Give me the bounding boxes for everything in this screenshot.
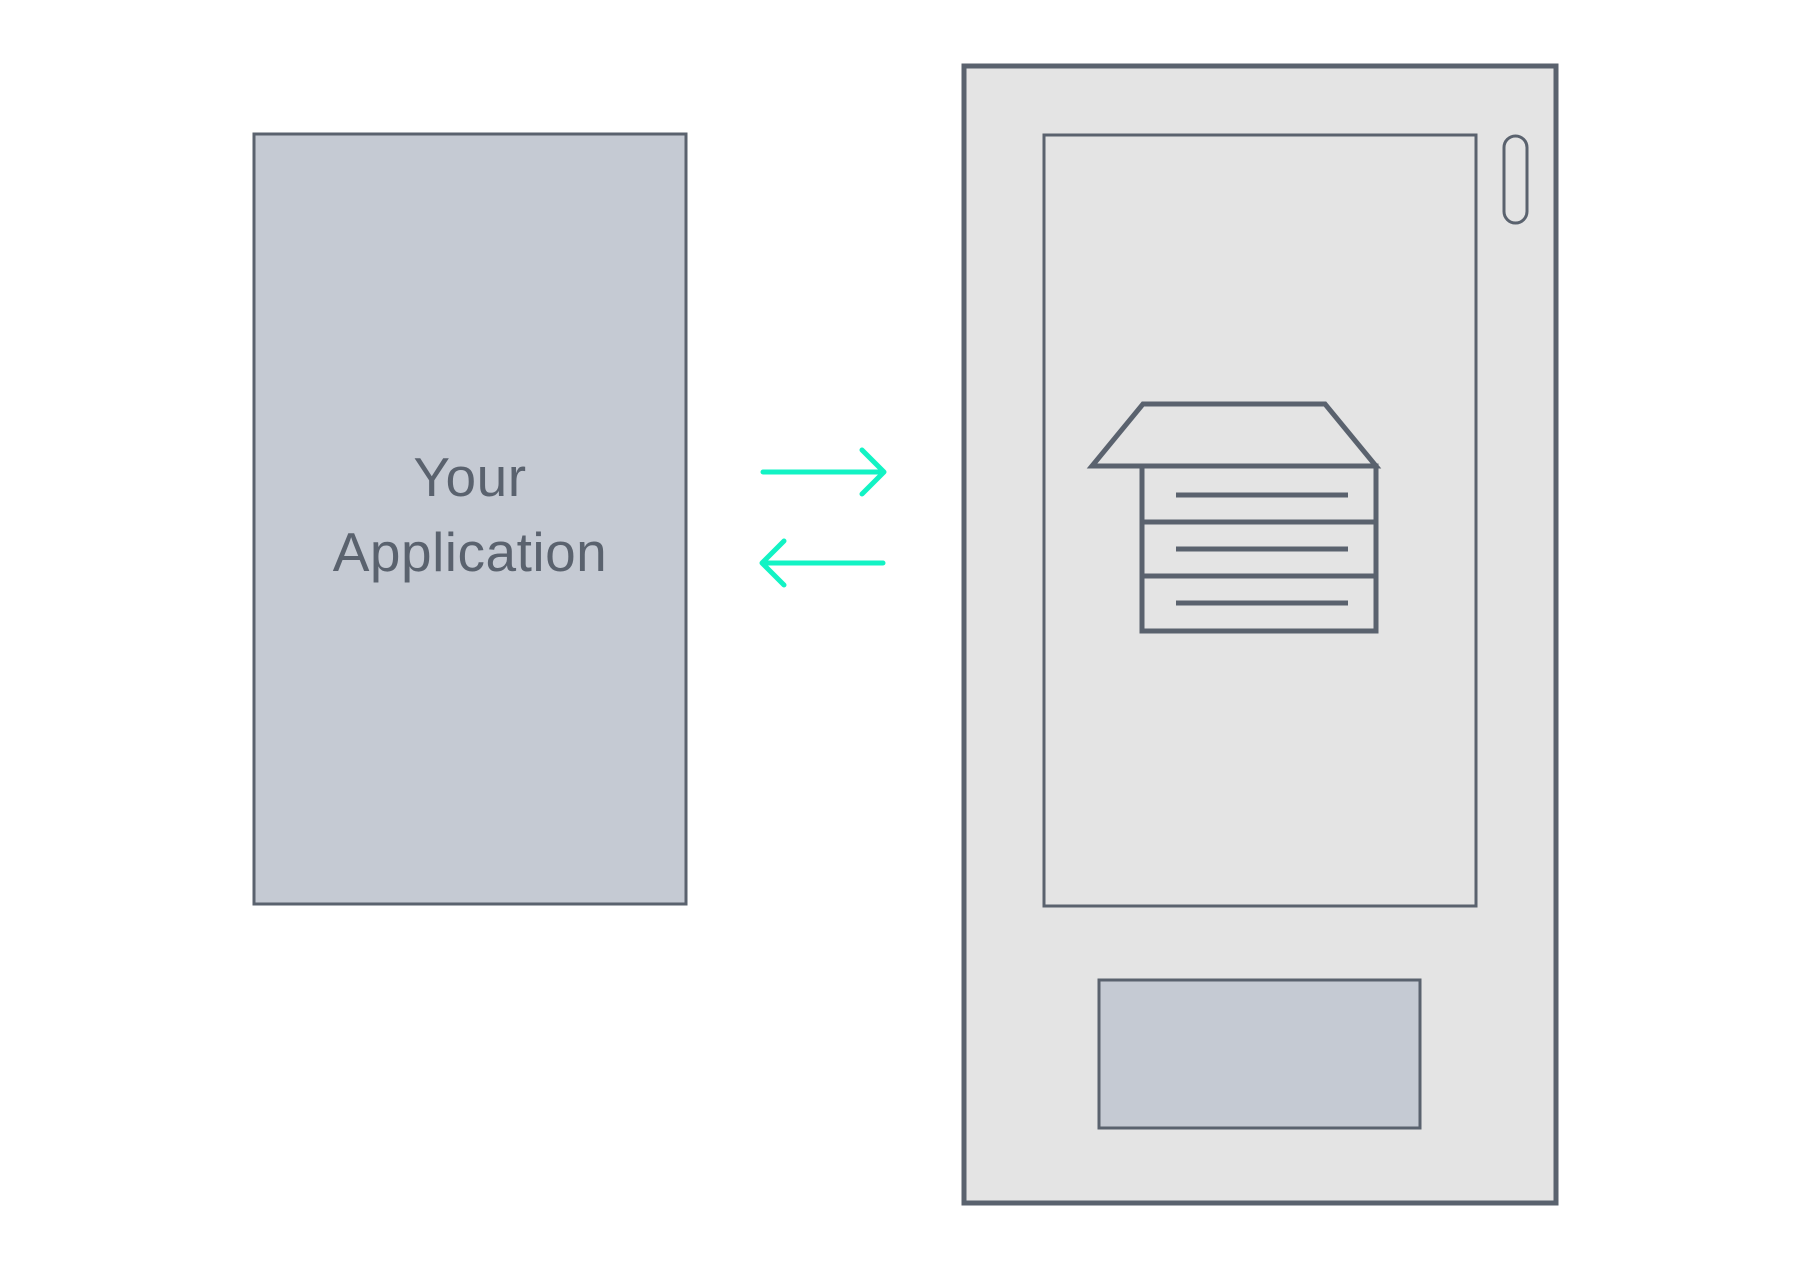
device-handle xyxy=(1502,134,1529,225)
arrow-right-icon xyxy=(760,447,887,497)
server-stack-icon xyxy=(1086,401,1382,634)
bidirectional-arrows-icon xyxy=(759,447,887,588)
arrow-left-icon xyxy=(759,538,886,588)
application-label-line2: Application xyxy=(332,521,608,583)
application-label-line1: Your xyxy=(413,446,527,508)
application-box xyxy=(252,132,688,906)
device-slot xyxy=(1097,978,1422,1130)
application-label: Your Application xyxy=(254,440,686,590)
